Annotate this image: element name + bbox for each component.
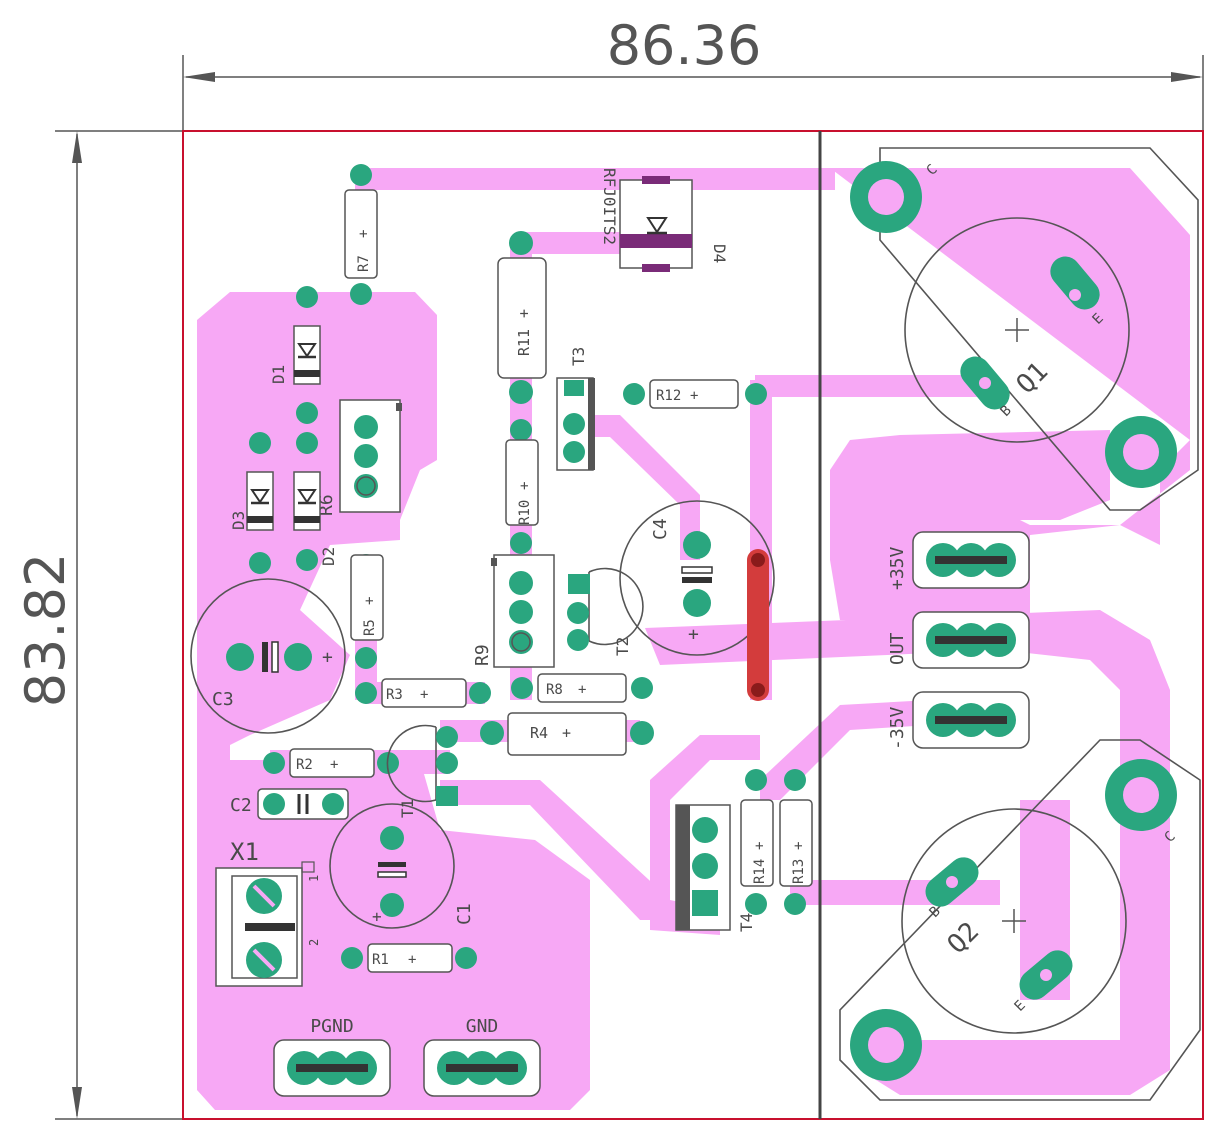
t2-label: T2 bbox=[613, 637, 632, 656]
resistor-r5: R5 + bbox=[350, 554, 384, 669]
height-label: 83.82 bbox=[14, 553, 77, 708]
t4-label: T4 bbox=[737, 913, 756, 932]
d3-label: D3 bbox=[229, 511, 248, 530]
r1-plus: + bbox=[408, 952, 416, 968]
trimmer-r9: R9 bbox=[472, 554, 555, 668]
board-outline bbox=[182, 130, 1204, 1120]
x1-pin1: 1 bbox=[307, 875, 321, 882]
ts2-label: RFJ0ITS2 bbox=[600, 168, 619, 245]
trimmer-r6: R6 bbox=[316, 399, 402, 516]
jumper-wire bbox=[747, 549, 769, 701]
resistor-r1: R1 + bbox=[341, 943, 477, 973]
r5-plus: + bbox=[362, 597, 378, 605]
c3-plus: + bbox=[322, 647, 333, 668]
c3-label: C3 bbox=[212, 689, 234, 710]
transistor-t2: T2 bbox=[567, 567, 644, 656]
d1-label: D1 bbox=[269, 365, 288, 384]
diode-d3: D3 bbox=[229, 432, 274, 574]
r6-label: R6 bbox=[316, 494, 337, 516]
connector-gnd: GND bbox=[423, 1016, 541, 1097]
r11-label: R11 bbox=[515, 329, 533, 356]
capacitor-c2: C2 bbox=[230, 788, 349, 820]
width-label: 86.36 bbox=[607, 14, 762, 77]
capacitor-c1: + C1 bbox=[329, 803, 475, 929]
r9-label: R9 bbox=[472, 644, 493, 666]
r7-label: R7 bbox=[356, 255, 372, 272]
r12-plus: + bbox=[690, 388, 698, 404]
r1-label: R1 bbox=[372, 952, 389, 968]
r3-label: R3 bbox=[386, 687, 403, 703]
r3-plus: + bbox=[420, 687, 428, 703]
c4-label: C4 bbox=[650, 518, 671, 540]
r4-label: R4 bbox=[530, 724, 548, 742]
resistor-r12: R12 + bbox=[623, 379, 767, 409]
dimension-height: 83.82 bbox=[14, 130, 183, 1120]
r2-plus: + bbox=[330, 757, 338, 773]
capacitor-c4: + C4 bbox=[619, 500, 775, 656]
x1-pin2: 2 bbox=[307, 939, 321, 946]
resistor-r13: R13 + bbox=[779, 769, 813, 915]
connector-plus35: +35V bbox=[887, 531, 1030, 590]
transistor-t4: T4 bbox=[675, 804, 756, 932]
r10-plus: + bbox=[517, 482, 533, 490]
d4-label: D4 bbox=[710, 244, 729, 263]
r13-label: R13 bbox=[791, 859, 807, 884]
resistor-r7: R7 + bbox=[344, 164, 378, 305]
r12-label: R12 bbox=[656, 388, 681, 404]
r11-plus: + bbox=[515, 309, 533, 318]
q1-label: Q1 bbox=[1011, 357, 1054, 400]
transistor-q2: Q2 C B E bbox=[839, 739, 1201, 1101]
c1-plus: + bbox=[372, 907, 382, 926]
transistor-t3: T3 bbox=[556, 347, 595, 471]
minus35-label: -35V bbox=[887, 706, 908, 750]
r2-label: R2 bbox=[296, 757, 313, 773]
resistor-r3: R3 + bbox=[355, 678, 491, 708]
connector-pgnd: PGND bbox=[273, 1016, 391, 1097]
diode-d2: D2 bbox=[293, 432, 338, 571]
r8-plus: + bbox=[578, 682, 586, 698]
r14-plus: + bbox=[752, 842, 768, 850]
terminal-x1: X1 1 2 bbox=[215, 838, 321, 987]
r7-plus: + bbox=[356, 230, 372, 238]
t3-label: T3 bbox=[569, 347, 588, 366]
pgnd-label: PGND bbox=[310, 1016, 353, 1037]
c4-plus: + bbox=[688, 624, 699, 645]
r8-label: R8 bbox=[546, 682, 563, 698]
r4-plus: + bbox=[562, 724, 571, 742]
resistor-r4: R4 + bbox=[480, 712, 654, 756]
gnd-label: GND bbox=[466, 1016, 499, 1037]
c2-label: C2 bbox=[230, 795, 252, 816]
diode-d1: D1 bbox=[269, 286, 321, 424]
capacitor-c3: + C3 bbox=[190, 578, 346, 734]
r5-label: R5 bbox=[362, 619, 378, 636]
q1-emitter-pad bbox=[1050, 256, 1100, 310]
dimension-width: 86.36 bbox=[182, 14, 1204, 132]
diode-ts2: RFJ0ITS2 D4 bbox=[600, 168, 729, 272]
transistor-t1: T1 bbox=[386, 724, 458, 818]
r10-label: R10 bbox=[517, 500, 533, 525]
resistor-r11: R11 + bbox=[497, 231, 547, 404]
resistor-r14: R14 + bbox=[740, 769, 774, 915]
c1-label: C1 bbox=[454, 903, 475, 925]
r14-label: R14 bbox=[752, 859, 768, 884]
resistor-r8: R8 + bbox=[511, 673, 653, 703]
connector-minus35: -35V bbox=[887, 691, 1030, 750]
r13-plus: + bbox=[791, 842, 807, 850]
resistor-r10: R10 + bbox=[505, 419, 539, 554]
connector-out: OUT bbox=[887, 611, 1030, 669]
d2-label: D2 bbox=[319, 547, 338, 566]
out-label: OUT bbox=[887, 632, 908, 665]
plus35-label: +35V bbox=[887, 546, 908, 590]
t1-label: T1 bbox=[398, 799, 417, 818]
x1-label: X1 bbox=[230, 838, 259, 866]
q1-pin-b: B bbox=[998, 403, 1015, 420]
